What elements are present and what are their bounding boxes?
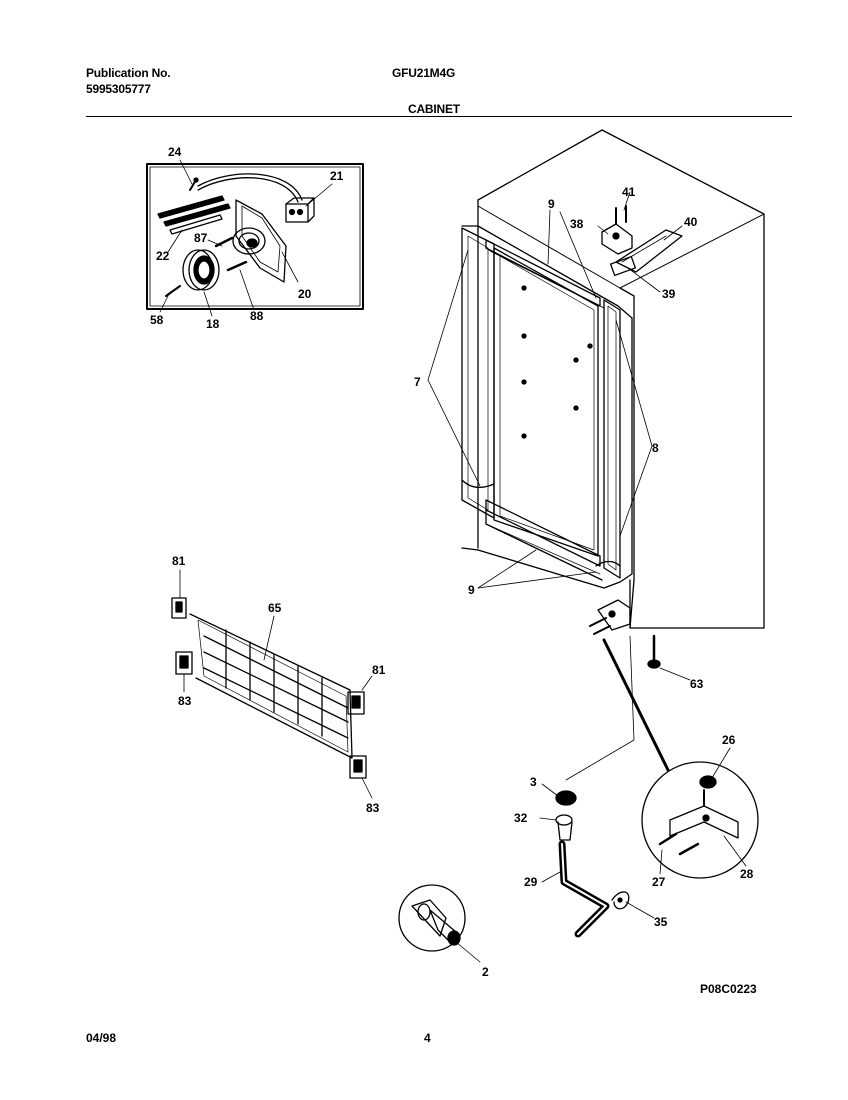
cabinet-liner-dimples bbox=[521, 285, 593, 439]
strip-22 bbox=[157, 195, 231, 235]
clip-35 bbox=[611, 891, 630, 910]
drain-tube-29 bbox=[558, 840, 610, 938]
drain-valve-2 bbox=[398, 884, 466, 952]
callout-27: 27 bbox=[652, 875, 666, 889]
screw-24 bbox=[189, 177, 199, 191]
callout-9-top: 9 bbox=[548, 197, 555, 211]
callout-21: 21 bbox=[330, 169, 344, 183]
callout-29: 29 bbox=[524, 875, 538, 889]
callout-7: 7 bbox=[414, 375, 421, 389]
basket-clip-81-right bbox=[347, 691, 365, 715]
dashed-drain-path bbox=[565, 635, 635, 781]
callout-20: 20 bbox=[298, 287, 312, 301]
callout-labels: 24 21 22 87 20 58 18 88 9 41 38 40 39 7 … bbox=[150, 145, 754, 979]
callout-40: 40 bbox=[684, 215, 698, 229]
cabinet-body bbox=[477, 129, 765, 629]
basket-grille-65 bbox=[189, 613, 353, 759]
screw-58 bbox=[165, 285, 181, 297]
socket-ring bbox=[232, 227, 266, 255]
callout-38: 38 bbox=[570, 217, 584, 231]
header-rule bbox=[86, 116, 792, 117]
top-hinge-38 bbox=[601, 223, 633, 255]
control-inset-box bbox=[146, 163, 364, 310]
basket-clip-81-top bbox=[171, 597, 187, 619]
callout-39: 39 bbox=[662, 287, 676, 301]
hinge-detail-circle bbox=[641, 761, 759, 879]
cabinet-leaders bbox=[427, 191, 691, 681]
callout-83-left: 83 bbox=[178, 694, 192, 708]
basket-clip-83-bottom bbox=[349, 755, 367, 779]
callout-3: 3 bbox=[530, 775, 537, 789]
section-title: CABINET bbox=[408, 102, 460, 116]
callout-87: 87 bbox=[194, 231, 208, 245]
callout-65: 65 bbox=[268, 601, 282, 615]
callout-28: 28 bbox=[740, 867, 754, 881]
callout-41: 41 bbox=[622, 185, 636, 199]
footer-date: 04/98 bbox=[86, 1031, 117, 1045]
breaker-strip-left-7 bbox=[461, 227, 495, 519]
switch-21 bbox=[285, 197, 315, 223]
callout-24: 24 bbox=[168, 145, 182, 159]
hinge-pin-link bbox=[602, 638, 670, 772]
drawing-id: P08C0223 bbox=[700, 982, 757, 996]
screws-41 bbox=[615, 205, 627, 225]
drain-fitting-32 bbox=[555, 814, 573, 841]
callout-35: 35 bbox=[654, 915, 668, 929]
inset-leaders bbox=[159, 159, 333, 317]
callout-22: 22 bbox=[156, 249, 170, 263]
breaker-strip-right-8 bbox=[595, 299, 621, 579]
breaker-strip-bottom-9 bbox=[485, 499, 603, 581]
callout-2: 2 bbox=[482, 965, 489, 979]
bottom-hinge bbox=[589, 599, 631, 635]
callout-32: 32 bbox=[514, 811, 528, 825]
callout-18: 18 bbox=[206, 317, 220, 331]
detail-leaders bbox=[455, 747, 747, 963]
drain-plug-3 bbox=[555, 790, 577, 806]
callout-81-top: 81 bbox=[172, 554, 186, 568]
footer-page-number: 4 bbox=[424, 1031, 431, 1045]
basket-leaders bbox=[179, 569, 373, 799]
model-number: GFU21M4G bbox=[392, 66, 456, 80]
callout-9-bottom: 9 bbox=[468, 583, 475, 597]
callout-8: 8 bbox=[652, 441, 659, 455]
basket-clip-83-left bbox=[175, 651, 193, 675]
callout-88: 88 bbox=[250, 309, 264, 323]
callout-58: 58 bbox=[150, 313, 164, 327]
callout-81-right: 81 bbox=[372, 663, 386, 677]
publication-label: Publication No. bbox=[86, 66, 171, 80]
callout-83-bottom: 83 bbox=[366, 801, 380, 815]
callout-26: 26 bbox=[722, 733, 736, 747]
leveling-leg-63 bbox=[647, 634, 661, 669]
light-socket-bracket-20 bbox=[235, 199, 287, 283]
light-lens-18 bbox=[182, 249, 220, 291]
wire-harness bbox=[197, 173, 303, 203]
callout-63: 63 bbox=[690, 677, 704, 691]
publication-number: 5995305777 bbox=[86, 82, 151, 96]
